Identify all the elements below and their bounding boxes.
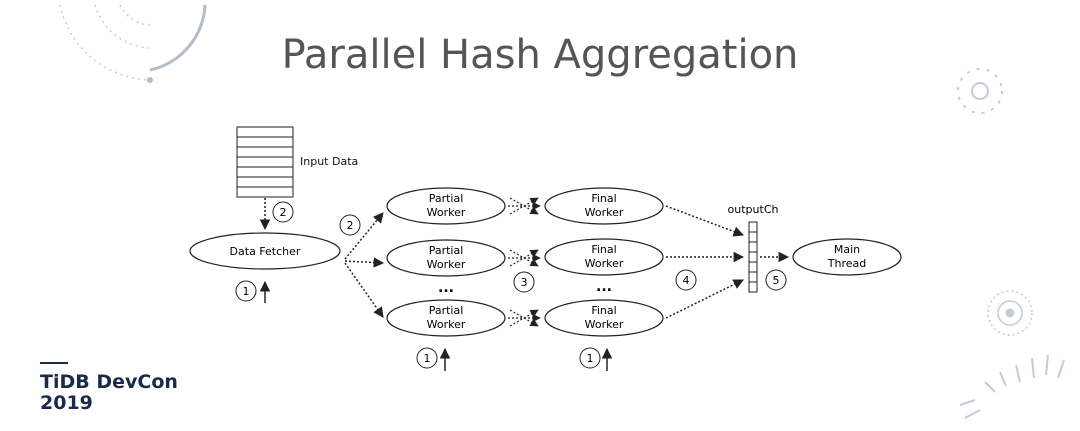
step-circle-4: 4 (675, 269, 697, 291)
step-circle-1-fetcher: 1 (235, 280, 257, 302)
svg-text:1: 1 (587, 352, 594, 365)
svg-text:5: 5 (773, 274, 780, 287)
decor-top-right (957, 68, 1003, 114)
final-to-output-arrows (665, 205, 745, 319)
svg-text:1: 1 (424, 352, 431, 365)
step-circle-1-partial: 1 (416, 347, 438, 369)
svg-text:Partial: Partial (429, 244, 464, 257)
step-circle-2-input: 2 (272, 201, 294, 223)
svg-text:Final: Final (591, 304, 616, 317)
final-worker-2: Final Worker (544, 238, 664, 276)
page-title: Parallel Hash Aggregation (281, 32, 799, 78)
svg-text:Worker: Worker (427, 258, 466, 271)
partial-worker-1: Partial Worker (386, 187, 506, 225)
final-ellipsis: ... (596, 279, 612, 295)
svg-text:Partial: Partial (429, 304, 464, 317)
svg-text:2: 2 (347, 219, 354, 232)
svg-text:2: 2 (280, 206, 287, 219)
step-circle-1-final: 1 (579, 347, 601, 369)
partial-ellipsis: ... (438, 280, 454, 296)
decor-bottom-right (959, 290, 1065, 419)
input-data-stack (236, 126, 294, 198)
partial-worker-3: Partial Worker (386, 299, 506, 337)
tidb-devcon-logo: TiDB DevCon 2019 (40, 372, 178, 414)
partial-worker-2: Partial Worker (386, 239, 506, 277)
logo-line-1: TiDB DevCon (40, 371, 178, 393)
svg-text:1: 1 (243, 285, 250, 298)
svg-text:Worker: Worker (585, 257, 624, 270)
svg-text:Main: Main (834, 243, 860, 256)
data-fetcher-label: Data Fetcher (230, 245, 301, 258)
output-ch-label: outputCh (728, 203, 779, 216)
svg-text:Final: Final (591, 243, 616, 256)
input-data-label: Input Data (300, 155, 358, 168)
svg-text:Worker: Worker (427, 318, 466, 331)
logo-bar (40, 362, 68, 364)
output-channel (748, 221, 758, 293)
svg-text:4: 4 (683, 274, 690, 287)
svg-text:Thread: Thread (827, 257, 866, 270)
shuffle-arrows (508, 197, 541, 327)
svg-text:3: 3 (521, 276, 528, 289)
final-worker-1: Final Worker (544, 187, 664, 225)
main-thread-node: Main Thread (792, 238, 902, 276)
step-circle-2-dispatch: 2 (339, 214, 361, 236)
step-circle-5: 5 (765, 269, 787, 291)
final-worker-3: Final Worker (544, 299, 664, 337)
data-fetcher-node: Data Fetcher (189, 232, 341, 270)
logo-line-2: 2019 (40, 392, 93, 414)
decor-top-left (59, 4, 207, 83)
svg-text:Final: Final (591, 192, 616, 205)
svg-text:Worker: Worker (585, 206, 624, 219)
step-circle-3: 3 (513, 271, 535, 293)
svg-text:Worker: Worker (585, 318, 624, 331)
svg-text:Worker: Worker (427, 206, 466, 219)
svg-text:Partial: Partial (429, 192, 464, 205)
dispatch-arrows (344, 212, 385, 318)
